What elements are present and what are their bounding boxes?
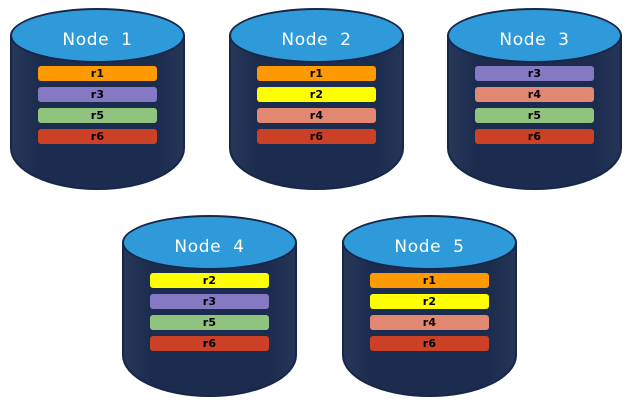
replica-list: r3 r4 r5 r6: [475, 66, 594, 144]
database-node-4[interactable]: Node 4 r2 r3 r5 r6: [122, 215, 297, 397]
replica-label: r1: [422, 274, 437, 287]
replica-bar[interactable]: r2: [257, 87, 376, 102]
database-cylinder-top-icon: [122, 215, 297, 270]
replica-bar[interactable]: r3: [475, 66, 594, 81]
database-node-3[interactable]: Node 3 r3 r4 r5 r6: [447, 8, 622, 190]
replica-bar[interactable]: r6: [475, 129, 594, 144]
replica-label: r5: [202, 316, 217, 329]
replica-label: r4: [527, 88, 542, 101]
database-node-2[interactable]: Node 2 r1 r2 r4 r6: [229, 8, 404, 190]
replica-bar[interactable]: r5: [38, 108, 157, 123]
replica-label: r6: [309, 130, 324, 143]
database-node-5[interactable]: Node 5 r1 r2 r4 r6: [342, 215, 517, 397]
node-title: Node 3: [499, 30, 570, 50]
replica-label: r2: [202, 274, 217, 287]
replica-label: r2: [309, 88, 324, 101]
node-title: Node 4: [174, 237, 245, 257]
database-node-1[interactable]: Node 1 r1 r3 r5 r6: [10, 8, 185, 190]
replica-bar[interactable]: r5: [475, 108, 594, 123]
replica-label: r6: [90, 130, 105, 143]
replica-bar[interactable]: r4: [475, 87, 594, 102]
replica-bar[interactable]: r1: [370, 273, 489, 288]
replica-label: r3: [202, 295, 217, 308]
node-title: Node 5: [394, 237, 465, 257]
replica-bar[interactable]: r5: [150, 315, 269, 330]
replica-bar[interactable]: r3: [38, 87, 157, 102]
replica-list: r2 r3 r5 r6: [150, 273, 269, 351]
replica-label: r3: [527, 67, 542, 80]
database-cylinder-top-icon: [447, 8, 622, 63]
replica-label: r5: [527, 109, 542, 122]
replica-list: r1 r2 r4 r6: [370, 273, 489, 351]
replica-label: r3: [90, 88, 105, 101]
replica-bar[interactable]: r1: [257, 66, 376, 81]
replica-bar[interactable]: r6: [150, 336, 269, 351]
node-title: Node 1: [62, 30, 133, 50]
database-cylinder-top-icon: [10, 8, 185, 63]
replica-bar[interactable]: r6: [38, 129, 157, 144]
replica-label: r2: [422, 295, 437, 308]
replica-bar[interactable]: r2: [370, 294, 489, 309]
replica-label: r6: [202, 337, 217, 350]
replica-label: r1: [309, 67, 324, 80]
replica-bar[interactable]: r6: [257, 129, 376, 144]
replica-bar[interactable]: r2: [150, 273, 269, 288]
replica-bar[interactable]: r4: [370, 315, 489, 330]
replica-bar[interactable]: r1: [38, 66, 157, 81]
replica-label: r6: [527, 130, 542, 143]
database-cylinder-top-icon: [229, 8, 404, 63]
replica-label: r4: [422, 316, 437, 329]
node-title: Node 2: [281, 30, 352, 50]
replica-list: r1 r3 r5 r6: [38, 66, 157, 144]
replica-bar[interactable]: r3: [150, 294, 269, 309]
replica-label: r6: [422, 337, 437, 350]
replica-label: r5: [90, 109, 105, 122]
replica-bar[interactable]: r6: [370, 336, 489, 351]
replica-label: r4: [309, 109, 324, 122]
replica-list: r1 r2 r4 r6: [257, 66, 376, 144]
replica-bar[interactable]: r4: [257, 108, 376, 123]
replica-label: r1: [90, 67, 105, 80]
database-cylinder-top-icon: [342, 215, 517, 270]
